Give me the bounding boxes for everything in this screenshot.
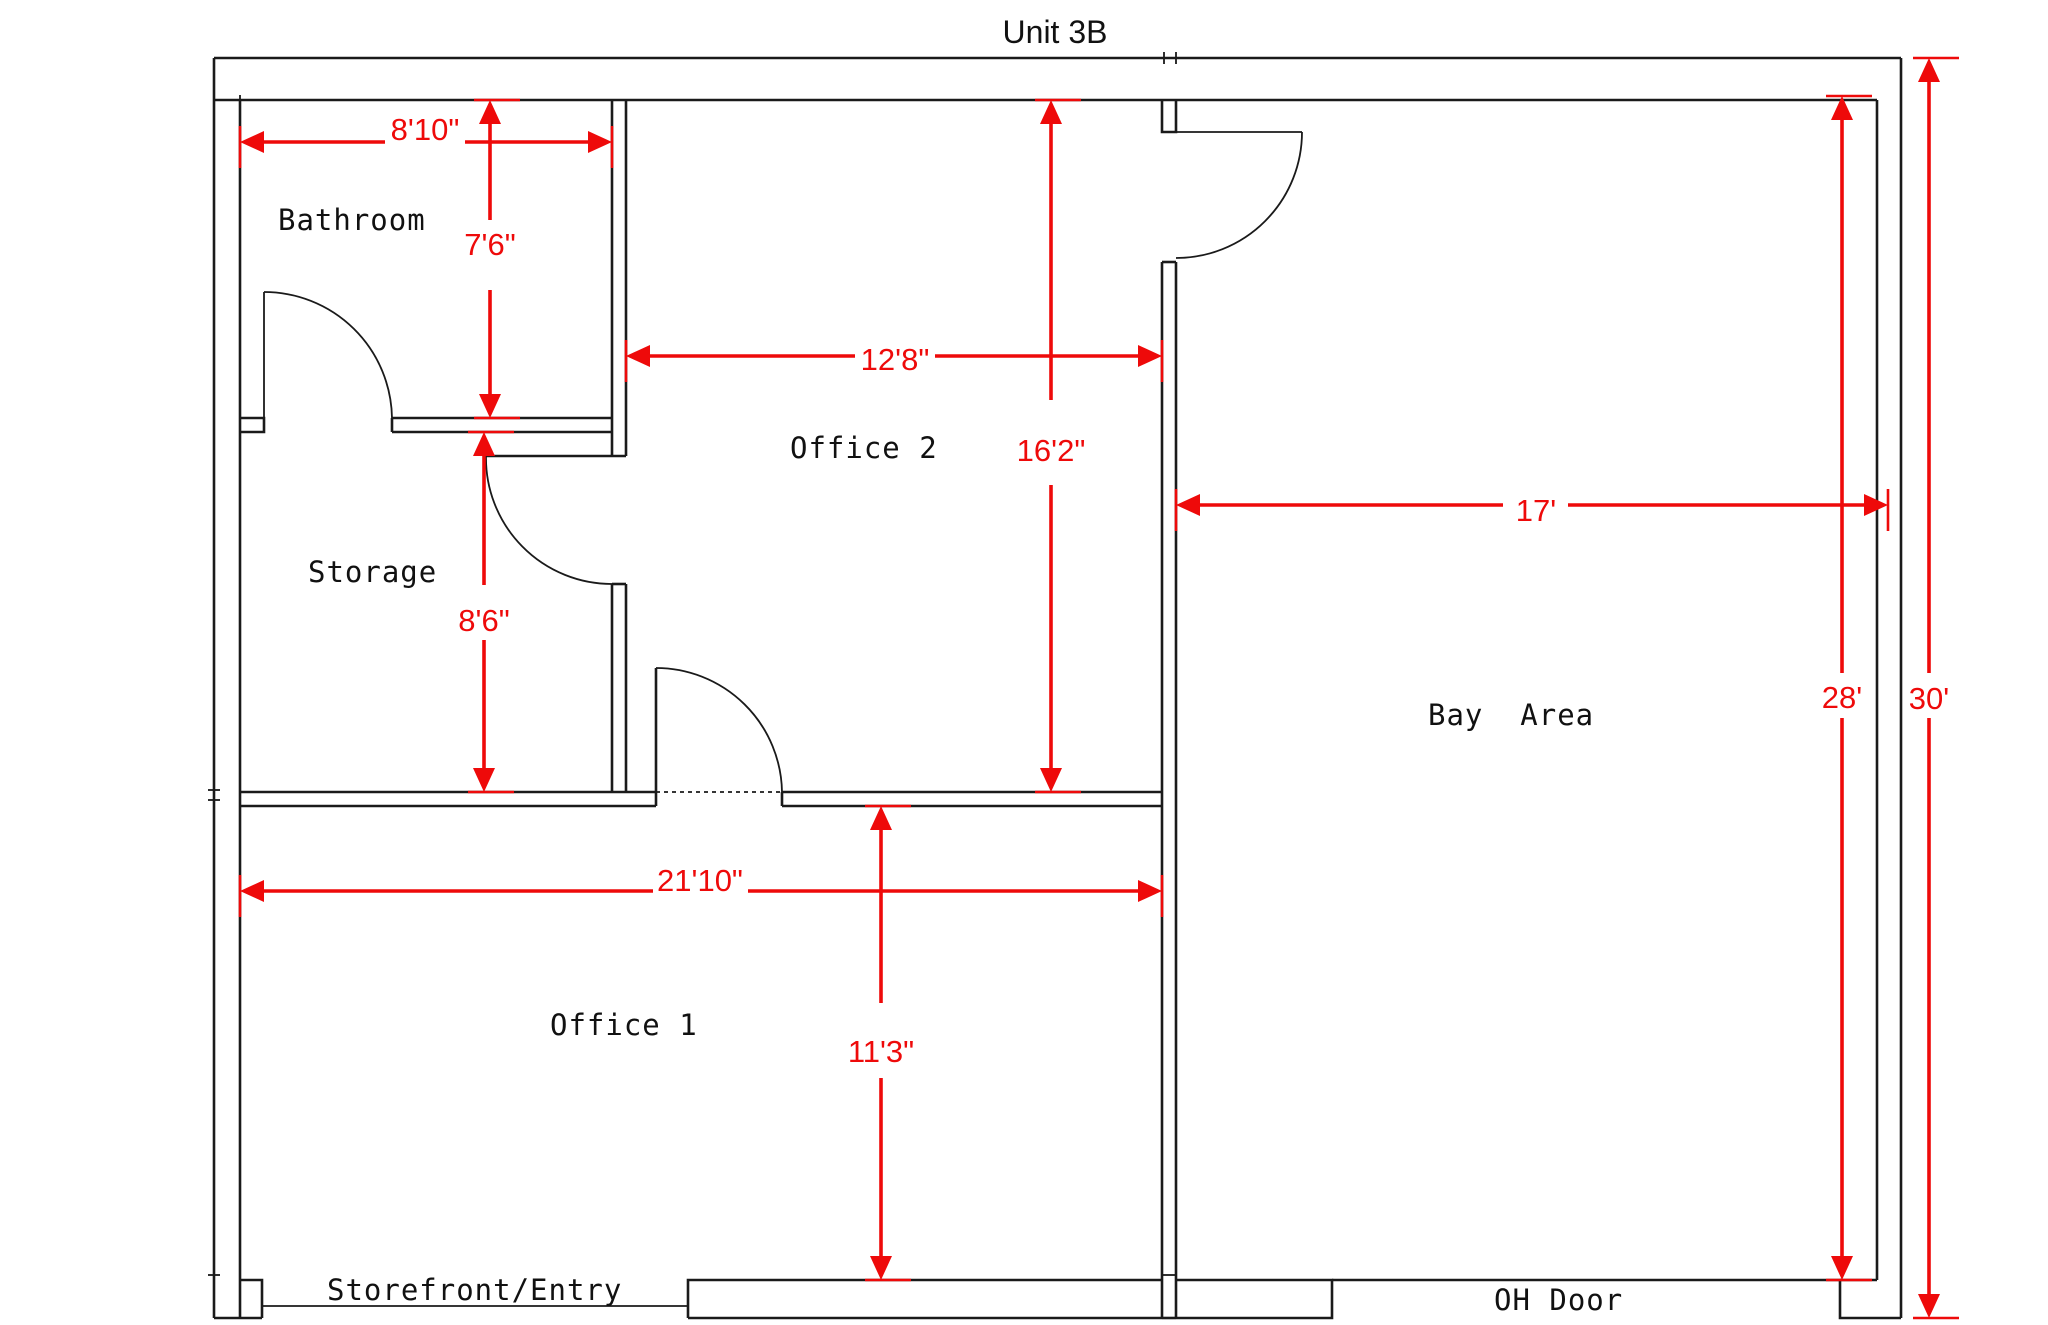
dim-storage-depth bbox=[468, 430, 514, 794]
dim-label-office2-width: 12'8" bbox=[861, 342, 930, 377]
dim-label-bathroom-depth: 7'6" bbox=[464, 227, 515, 262]
dim-label-storage-depth: 8'6" bbox=[458, 603, 509, 638]
bathroom-door bbox=[263, 291, 393, 419]
dim-label-bay-depth: 28' bbox=[1822, 680, 1862, 715]
room-label-oh-door: OH Door bbox=[1494, 1283, 1623, 1317]
dim-label-bay-width: 17' bbox=[1516, 493, 1556, 528]
dimension-lines bbox=[238, 56, 1959, 1320]
bay-partition bbox=[1160, 100, 1178, 1318]
room-label-storage: Storage bbox=[308, 555, 437, 589]
dim-office1-depth bbox=[865, 804, 911, 1282]
dim-bathroom-width bbox=[238, 126, 614, 168]
dim-label-office1-width: 21'10" bbox=[657, 863, 743, 898]
bay-door bbox=[1175, 131, 1303, 259]
dim-label-office2-depth: 16'2" bbox=[1017, 433, 1086, 468]
office2-door bbox=[655, 667, 783, 793]
plan-title: Unit 3B bbox=[1003, 14, 1108, 50]
dim-overall-depth bbox=[1913, 56, 1959, 1320]
dim-office1-width bbox=[238, 875, 1164, 917]
room-label-bay-area: Bay Area bbox=[1428, 698, 1594, 732]
dim-label-office1-depth: 11'3" bbox=[848, 1034, 914, 1069]
dim-bathroom-depth bbox=[474, 98, 520, 420]
room-label-storefront-entry: Storefront/Entry bbox=[327, 1273, 622, 1307]
dim-label-overall-depth: 30' bbox=[1909, 681, 1949, 716]
dim-office2-depth bbox=[1035, 98, 1081, 794]
room-label-office-1: Office 1 bbox=[550, 1008, 698, 1042]
dim-office2-width bbox=[624, 340, 1164, 382]
room-label-bathroom: Bathroom bbox=[278, 203, 426, 237]
storage-door bbox=[485, 455, 613, 585]
bathroom-walls bbox=[240, 100, 628, 458]
storage-walls bbox=[240, 582, 1162, 808]
dim-bay-width bbox=[1174, 489, 1890, 531]
room-label-office-2: Office 2 bbox=[790, 431, 938, 465]
dim-label-bathroom-width: 8'10" bbox=[391, 112, 460, 147]
exterior-walls bbox=[208, 52, 1903, 1318]
dim-bay-depth bbox=[1826, 94, 1872, 1282]
